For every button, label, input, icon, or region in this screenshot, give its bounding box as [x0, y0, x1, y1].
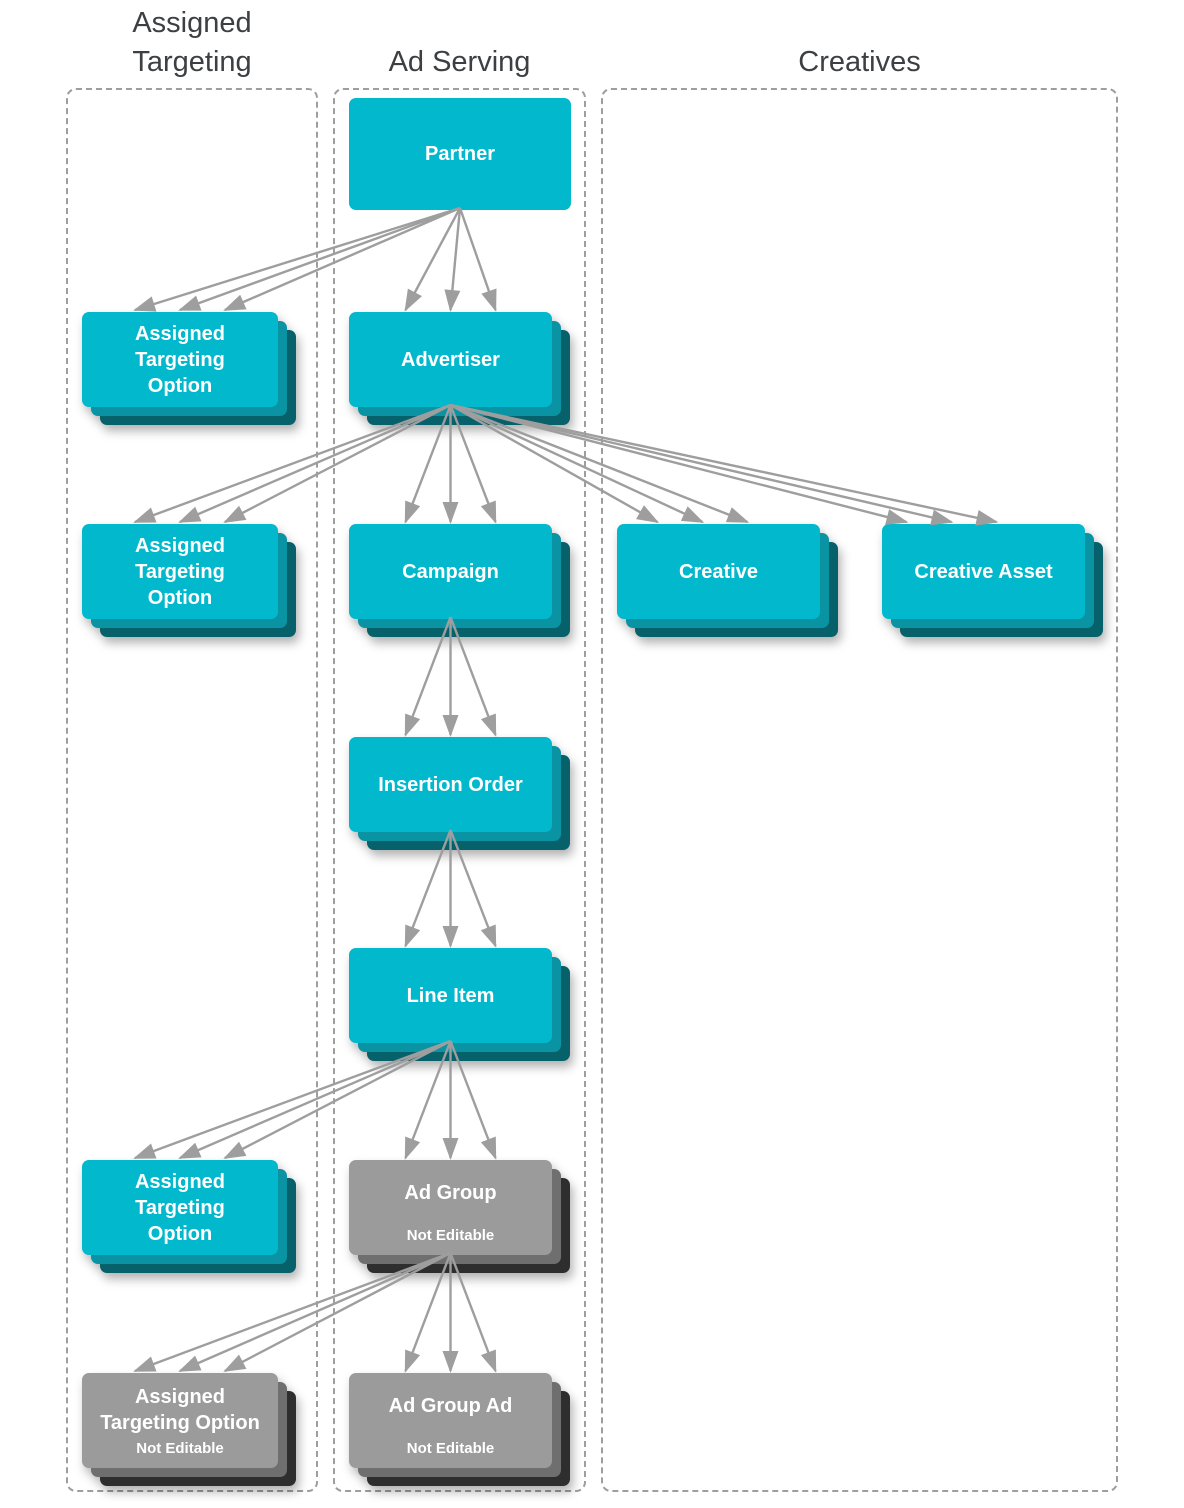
header-line: Creatives — [798, 46, 921, 78]
node-label: Creative — [679, 560, 758, 583]
node-label-line: Assigned — [134, 1386, 226, 1408]
node-not-editable-badge: Not Editable — [406, 1227, 495, 1244]
column-header-creatives: Creatives — [601, 0, 1118, 86]
node-label-line: Assigned — [134, 1170, 226, 1193]
column-ad-serving — [333, 88, 586, 1492]
node-label: Ad Group Ad — [388, 1395, 513, 1417]
node-campaign: Campaign — [349, 524, 552, 619]
node-label-line: Option — [147, 1222, 213, 1245]
node-label-line: Assigned — [134, 322, 226, 345]
header-line: Targeting — [132, 46, 252, 78]
column-assigned-targeting — [66, 88, 318, 1492]
node-label: Ad Group — [404, 1182, 497, 1204]
node-label-line: Targeting — [135, 560, 225, 583]
column-header-ad-serving: Ad Serving — [333, 0, 586, 86]
header-line: Ad Serving — [388, 46, 531, 78]
node-assigned-targeting-option-ad-group: Assigned Targeting Option Not Editable — [82, 1373, 278, 1468]
node-partner: Partner — [349, 98, 571, 210]
node-label-line: Targeting Option — [100, 1412, 260, 1434]
node-not-editable-badge: Not Editable — [406, 1440, 495, 1457]
node-assigned-targeting-option-line-item: Assigned Targeting Option — [82, 1160, 278, 1255]
node-creative: Creative — [617, 524, 820, 619]
node-creative-asset: Creative Asset — [882, 524, 1085, 619]
node-assigned-targeting-option-advertiser: Assigned Targeting Option — [82, 524, 278, 619]
node-assigned-targeting-option-partner: Assigned Targeting Option — [82, 312, 278, 407]
node-label-line: Targeting — [135, 348, 225, 371]
node-ad-group-ad: Ad Group Ad Not Editable — [349, 1373, 552, 1468]
node-line-item: Line Item — [349, 948, 552, 1043]
node-label-line: Targeting — [135, 1196, 225, 1219]
node-label: Campaign — [402, 560, 499, 583]
node-label: Partner — [424, 143, 496, 165]
node-label-line: Option — [147, 586, 213, 609]
column-creatives — [601, 88, 1118, 1492]
node-advertiser: Advertiser — [349, 312, 552, 407]
node-ad-group: Ad Group Not Editable — [349, 1160, 552, 1255]
node-label: Advertiser — [401, 348, 500, 371]
node-not-editable-badge: Not Editable — [136, 1440, 224, 1457]
node-label: Line Item — [406, 984, 495, 1007]
node-label: Insertion Order — [378, 773, 523, 796]
header-line: Assigned — [132, 7, 252, 39]
node-label-line: Assigned — [134, 534, 226, 557]
node-label-line: Option — [147, 374, 213, 397]
node-label: Creative Asset — [914, 560, 1053, 583]
node-insertion-order: Insertion Order — [349, 737, 552, 832]
column-header-assigned-targeting: Assigned Targeting — [66, 0, 318, 86]
